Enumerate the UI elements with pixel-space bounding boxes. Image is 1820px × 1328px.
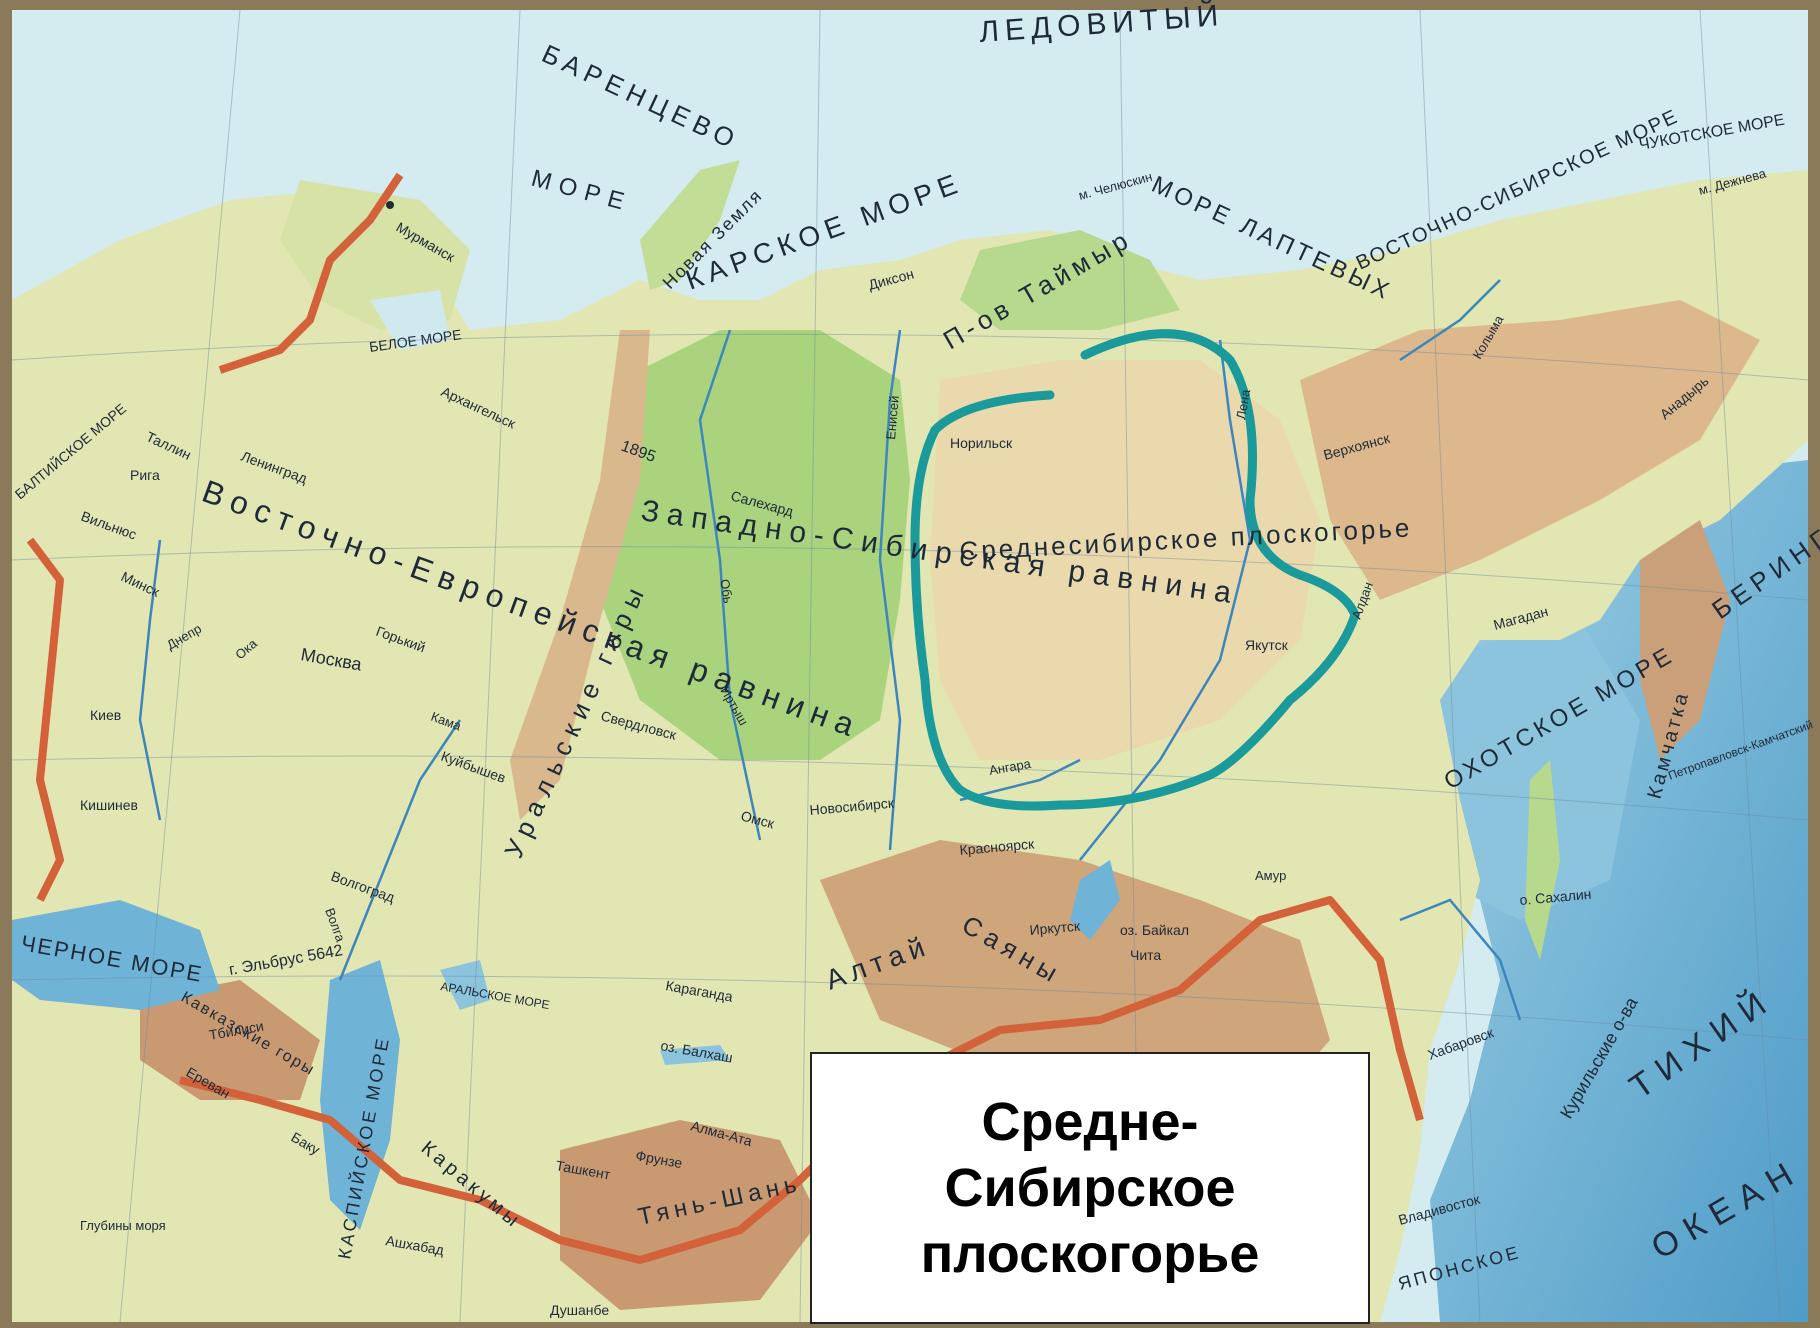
sakhalin-label: о. Сахалин bbox=[1519, 886, 1592, 908]
taimyr-peninsula bbox=[960, 230, 1180, 330]
ural-mountains bbox=[510, 330, 650, 820]
lake-baikal-label: оз. Байкал bbox=[1120, 922, 1189, 938]
city-marker-murmansk bbox=[386, 201, 394, 209]
city-chita: Чита bbox=[1130, 947, 1161, 963]
novaya-zemlya bbox=[640, 160, 740, 290]
depth-legend-label: Глубины моря bbox=[80, 1218, 166, 1233]
city-kiev: Киев bbox=[90, 707, 121, 723]
aral-sea bbox=[440, 960, 490, 1010]
city-irkutsk: Иркутск bbox=[1029, 918, 1082, 938]
kamchatka bbox=[1640, 520, 1730, 760]
caption-line-2: Сибирское bbox=[944, 1158, 1236, 1218]
city-riga: Рига bbox=[130, 467, 160, 483]
river-lena: Лена bbox=[1233, 387, 1253, 420]
sakhalin-island bbox=[1525, 760, 1560, 960]
caption-box: Средне- Сибирское плоскогорье bbox=[810, 1052, 1370, 1324]
okhotsk-sea bbox=[1420, 620, 1640, 920]
plateau-highlight-outline bbox=[910, 329, 1360, 811]
city-yakutsk: Якутск bbox=[1245, 637, 1289, 653]
caption-line-3: плоскогорье bbox=[920, 1224, 1260, 1284]
graticule bbox=[11, 9, 1809, 1323]
white-sea bbox=[370, 290, 450, 350]
city-krasnoyarsk: Красноярск bbox=[959, 835, 1036, 858]
river-amur: Амур bbox=[1255, 868, 1286, 883]
city-kishinev: Кишинев bbox=[80, 797, 138, 813]
east-siberian-mountains bbox=[1300, 300, 1760, 600]
lake-baikal bbox=[1070, 860, 1120, 940]
west-siberian-plain bbox=[600, 330, 910, 760]
rivers bbox=[138, 279, 1522, 1021]
central-siberian-plateau bbox=[930, 360, 1320, 760]
caucasus bbox=[140, 980, 320, 1100]
city-dushanbe: Душанбе bbox=[550, 1302, 609, 1318]
city-novosibirsk: Новосибирск bbox=[809, 795, 895, 818]
city-norilsk: Норильск bbox=[950, 435, 1013, 451]
tian-shan bbox=[560, 1120, 820, 1310]
river-ob: Обь bbox=[717, 578, 736, 605]
lake-balkhash bbox=[660, 1045, 730, 1065]
river-angara: Ангара bbox=[988, 756, 1033, 778]
southern-mountains bbox=[820, 840, 1330, 1120]
black-sea bbox=[12, 900, 220, 1010]
river-yenisei: Енисей bbox=[883, 395, 902, 440]
caption-line-1: Средне- bbox=[981, 1092, 1199, 1152]
